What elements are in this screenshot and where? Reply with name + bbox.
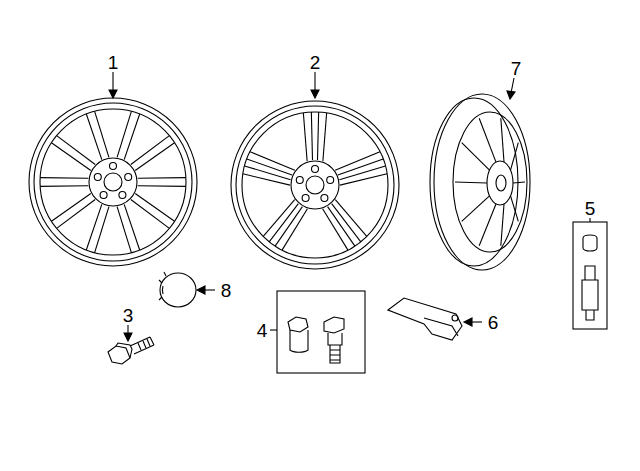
spoke-line: [339, 166, 385, 180]
spoke-line: [243, 174, 290, 185]
spoke-line: [250, 152, 295, 171]
lug-hole: [94, 174, 101, 181]
spoke-line: [138, 185, 186, 187]
lug-hole: [125, 174, 132, 181]
spoke-line: [332, 204, 361, 242]
spoke-line: [479, 118, 496, 162]
spoke-line: [323, 209, 348, 250]
spoke-line: [340, 174, 387, 185]
lock-kit: [277, 291, 365, 373]
spoke-line: [40, 185, 88, 187]
lug-hole: [321, 194, 328, 201]
spoke-line: [511, 143, 519, 170]
wheel-multi-spoke: [29, 98, 197, 266]
spoke-line: [317, 112, 318, 160]
spoke-line: [455, 182, 487, 183]
lug-hole: [327, 177, 334, 184]
spoke-line: [124, 204, 139, 250]
spoke-line: [57, 136, 96, 165]
callout-number: 6: [488, 313, 499, 332]
spoke-line: [117, 207, 131, 253]
spoke-line: [51, 194, 90, 222]
callout-number: 3: [123, 306, 134, 325]
spoke-line: [511, 196, 519, 221]
lug-hole: [110, 163, 117, 170]
spoke-line: [131, 200, 170, 229]
spoke-line: [462, 143, 490, 170]
spoke-line: [303, 113, 307, 161]
wheel-five-spoke: [231, 101, 399, 269]
callout-number: 7: [511, 59, 522, 78]
callout-number: 5: [585, 199, 596, 218]
lug-hole: [296, 177, 303, 184]
lug-hole: [119, 191, 126, 198]
spare-wheel: [430, 94, 530, 270]
spoke-line: [263, 200, 294, 237]
spoke-line: [501, 204, 504, 246]
center-cap: [159, 272, 196, 307]
spoke-line: [462, 196, 490, 221]
spoke-line: [245, 166, 291, 180]
spoke-line: [138, 177, 186, 179]
spoke-line: [513, 182, 525, 183]
spoke-line: [323, 113, 327, 161]
spoke-line: [95, 111, 109, 157]
spoke-line: [275, 207, 302, 247]
valve-kit: [573, 222, 607, 329]
spoke-line: [501, 118, 504, 162]
spoke-line: [269, 204, 298, 242]
spoke-line: [135, 143, 174, 171]
spoke-line: [95, 207, 109, 253]
spoke-line: [247, 159, 292, 175]
callout-number: 4: [257, 321, 268, 340]
callout-number: 2: [310, 53, 321, 72]
spoke-line: [86, 114, 101, 160]
wheel-bolt: [108, 337, 154, 364]
tpms-sensor: [388, 298, 462, 340]
lug-hole: [312, 166, 319, 173]
spoke-line: [86, 204, 101, 250]
lug-hole: [100, 191, 107, 198]
spoke-line: [335, 200, 366, 237]
leader-lines: [109, 72, 590, 341]
spoke-line: [311, 112, 312, 160]
spoke-line: [117, 111, 131, 157]
lug-hole: [302, 194, 309, 201]
spoke-line: [282, 209, 307, 250]
spoke-line: [338, 159, 383, 175]
spoke-line: [479, 204, 496, 246]
spoke-line: [335, 152, 380, 171]
spoke-line: [124, 114, 139, 160]
spoke-line: [40, 177, 88, 179]
callout-number: 1: [108, 53, 119, 72]
callout-number: 8: [221, 281, 232, 300]
